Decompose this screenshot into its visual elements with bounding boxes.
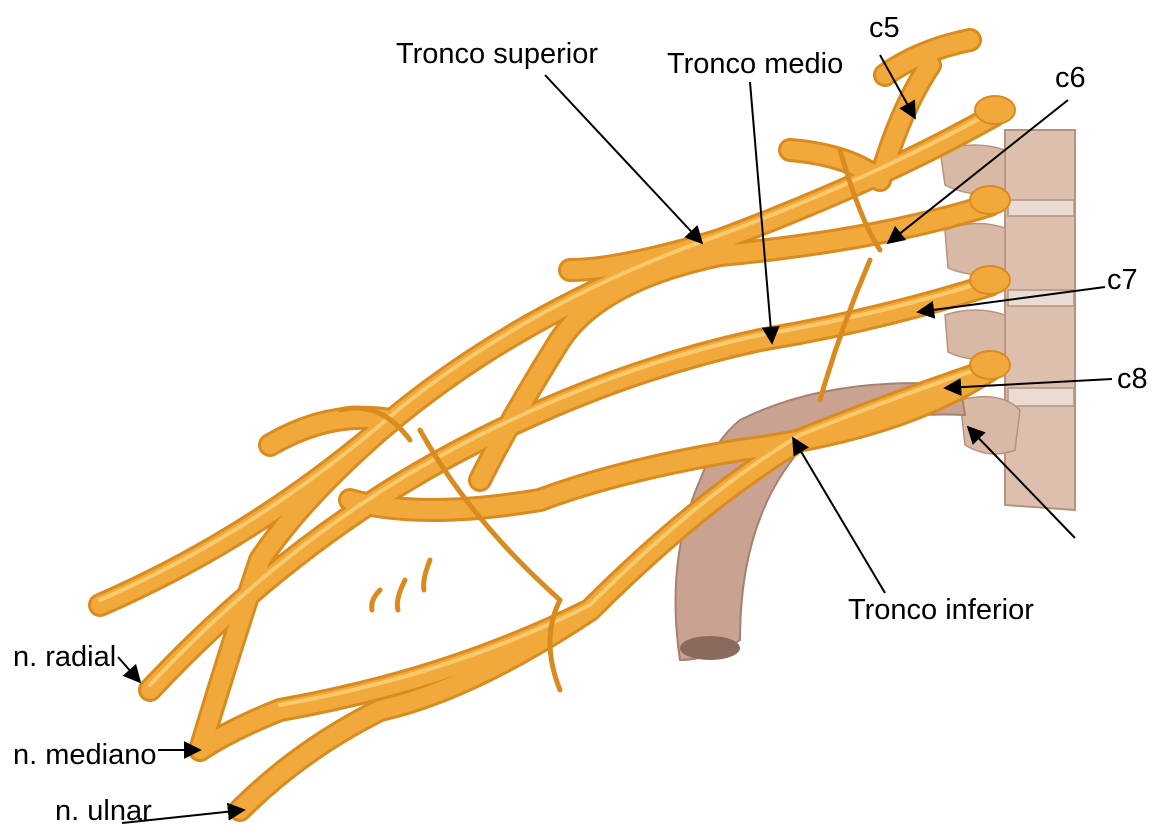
root-ganglion-c5 [975,96,1015,124]
label-n-radial: n. radial [13,643,116,672]
root-ganglion-c7 [970,266,1010,294]
label-c5: c5 [869,14,900,43]
label-c7: c7 [1107,266,1138,295]
label-c8: c8 [1117,365,1148,394]
intervertebral-disc [1008,200,1074,216]
label-tronco-superior: Tronco superior [396,40,598,69]
root-ganglion-c6 [970,186,1010,214]
intervertebral-disc [1008,388,1074,406]
label-tronco-inferior: Tronco inferior [848,596,1034,625]
label-n-ulnar: n. ulnar [55,797,152,826]
label-tronco-medio: Tronco medio [667,50,843,79]
arrow-radial [118,657,140,682]
rib-cut-end [680,636,740,660]
arrow-tronco-superior [545,75,702,243]
nerves [100,40,1015,810]
transverse-process [960,397,1020,454]
root-ganglion-c8 [970,351,1010,379]
arrow-tronco-inferior [793,438,885,593]
label-n-mediano: n. mediano [13,741,157,770]
label-c6: c6 [1055,64,1086,93]
vertebral-column [940,130,1075,510]
